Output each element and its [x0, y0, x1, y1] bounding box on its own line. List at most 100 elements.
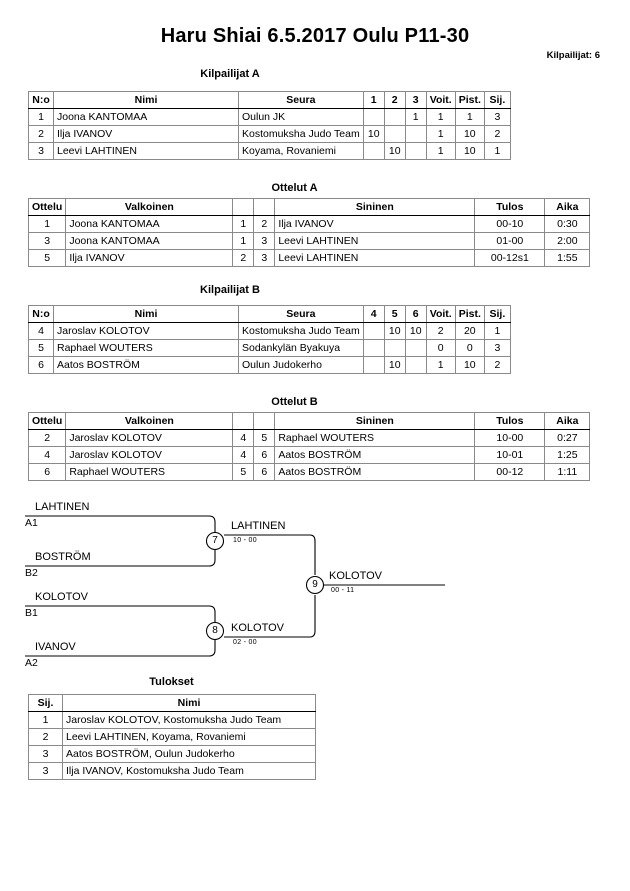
cell-wins: 2: [425, 322, 456, 340]
header-rank: Sij.: [483, 305, 511, 323]
header-time: Aika: [544, 412, 591, 430]
bracket-entry-name-2: BOSTRÖM: [35, 551, 91, 563]
section-caption-matches-b: Ottelut B: [271, 396, 318, 408]
header-points: Pist.: [454, 305, 485, 323]
cell-points: 10: [454, 356, 485, 374]
cell-name: Leevi LAHTINEN: [53, 142, 239, 160]
elimination-bracket: LAHTINEN A1 BOSTRÖM B2 KOLOTOV B1 IVANOV…: [25, 495, 445, 675]
cell-blue-no: 5: [253, 429, 276, 447]
header-match-5: 5: [383, 305, 406, 323]
cell-result: 00-12s1: [474, 249, 546, 267]
cell-match: 1: [27, 215, 67, 233]
cell-match: 4: [27, 446, 67, 464]
header-result: Tulos: [474, 198, 546, 216]
header-match-1: 1: [362, 91, 385, 109]
table-row: 6 Aatos BOSTRÖM Oulun Judokerho 10 1 10 …: [28, 356, 511, 374]
cell-result: 01-00: [474, 232, 546, 250]
header-no: N:o: [28, 305, 54, 323]
header-match-6: 6: [404, 305, 427, 323]
cell-result: 00-12: [474, 463, 546, 481]
cell-match: 5: [27, 249, 67, 267]
cell-rank: 1: [28, 711, 63, 729]
header-name: Nimi: [62, 694, 316, 712]
cell-white: Joona KANTOMAA: [65, 215, 234, 233]
cell-match-1: 10: [362, 125, 385, 143]
header-name: Nimi: [53, 305, 239, 323]
bracket-node-circle-8: [205, 621, 225, 641]
cell-name: Jaroslav KOLOTOV: [53, 322, 239, 340]
bracket-node-score-8: 02 - 00: [233, 639, 257, 646]
table-row: 3 Leevi LAHTINEN Koyama, Rovaniemi 10 1 …: [28, 142, 511, 160]
cell-match-2: [383, 108, 406, 126]
cell-match-6: 10: [404, 322, 427, 340]
header-club: Seura: [238, 91, 364, 109]
pool-b-table: N:o Nimi Seura 4 5 6 Voit. Pist. Sij. 4 …: [28, 305, 511, 374]
cell-match-6: [404, 356, 427, 374]
cell-match-4: [362, 339, 385, 357]
cell-time: 0:30: [544, 215, 591, 233]
bracket-node-score-7: 10 - 00: [233, 537, 257, 544]
header-no: N:o: [28, 91, 54, 109]
cell-time: 1:55: [544, 249, 591, 267]
cell-rank: 1: [483, 322, 511, 340]
table-row: 2 Ilja IVANOV Kostomuksha Judo Team 10 1…: [28, 125, 511, 143]
cell-no: 1: [28, 108, 54, 126]
cell-white-no: 2: [232, 249, 255, 267]
cell-result: 00-10: [474, 215, 546, 233]
cell-white: Raphael WOUTERS: [65, 463, 234, 481]
cell-time: 0:27: [544, 429, 591, 447]
cell-match-4: [362, 356, 385, 374]
cell-blue: Raphael WOUTERS: [274, 429, 476, 447]
cell-white: Ilja IVANOV: [65, 249, 234, 267]
header-white: Valkoinen: [65, 198, 234, 216]
bracket-entry-seed-3: B1: [25, 607, 38, 619]
competitors-count: Kilpailijat: 6: [546, 50, 600, 61]
cell-time: 1:25: [544, 446, 591, 464]
table-row: 6 Raphael WOUTERS 5 6 Aatos BOSTRÖM 00-1…: [27, 463, 591, 481]
header-blue-no: [253, 412, 276, 430]
cell-name: Raphael WOUTERS: [53, 339, 239, 357]
cell-blue: Aatos BOSTRÖM: [274, 446, 476, 464]
matches-b-table: Ottelu Valkoinen Sininen Tulos Aika 2 Ja…: [27, 412, 591, 481]
cell-club: Kostomuksha Judo Team: [238, 322, 364, 340]
header-blue-no: [253, 198, 276, 216]
cell-match-6: [404, 339, 427, 357]
cell-result: 10-00: [474, 429, 546, 447]
cell-rank: 2: [483, 125, 511, 143]
table-row: 4 Jaroslav KOLOTOV Kostomuksha Judo Team…: [28, 322, 511, 340]
cell-match: 6: [27, 463, 67, 481]
cell-white: Joona KANTOMAA: [65, 232, 234, 250]
header-blue: Sininen: [274, 198, 476, 216]
cell-white-no: 4: [232, 446, 255, 464]
bracket-node-circle-9: [305, 575, 325, 595]
cell-points: 10: [454, 125, 485, 143]
header-white: Valkoinen: [65, 412, 234, 430]
cell-club: Sodankylän Byakuya: [238, 339, 364, 357]
table-header-row: N:o Nimi Seura 4 5 6 Voit. Pist. Sij.: [28, 305, 511, 323]
cell-no: 4: [28, 322, 54, 340]
cell-club: Oulun Judokerho: [238, 356, 364, 374]
cell-match-5: [383, 339, 406, 357]
cell-rank: 1: [483, 142, 511, 160]
cell-rank: 2: [28, 728, 63, 746]
cell-rank: 3: [28, 745, 63, 763]
cell-wins: 1: [425, 125, 456, 143]
header-blue: Sininen: [274, 412, 476, 430]
bracket-entry-seed-1: A1: [25, 517, 38, 529]
cell-name: Ilja IVANOV, Kostomuksha Judo Team: [62, 762, 316, 780]
table-row: 3 Joona KANTOMAA 1 3 Leevi LAHTINEN 01-0…: [27, 232, 591, 250]
cell-points: 10: [454, 142, 485, 160]
bracket-node-number-9: 9: [312, 579, 318, 590]
cell-match-5: 10: [383, 322, 406, 340]
page-title: Haru Shiai 6.5.2017 Oulu P11-30: [160, 25, 470, 47]
cell-blue-no: 6: [253, 463, 276, 481]
cell-name: Aatos BOSTRÖM: [53, 356, 239, 374]
table-row: 1 Joona KANTOMAA Oulun JK 1 1 1 3: [28, 108, 511, 126]
cell-name: Ilja IVANOV: [53, 125, 239, 143]
section-caption-pool-a: Kilpailijat A: [200, 68, 260, 80]
cell-no: 5: [28, 339, 54, 357]
cell-white-no: 1: [232, 215, 255, 233]
cell-club: Oulun JK: [238, 108, 364, 126]
bracket-node-number-7: 7: [212, 535, 218, 546]
table-header-row: Ottelu Valkoinen Sininen Tulos Aika: [27, 412, 591, 430]
